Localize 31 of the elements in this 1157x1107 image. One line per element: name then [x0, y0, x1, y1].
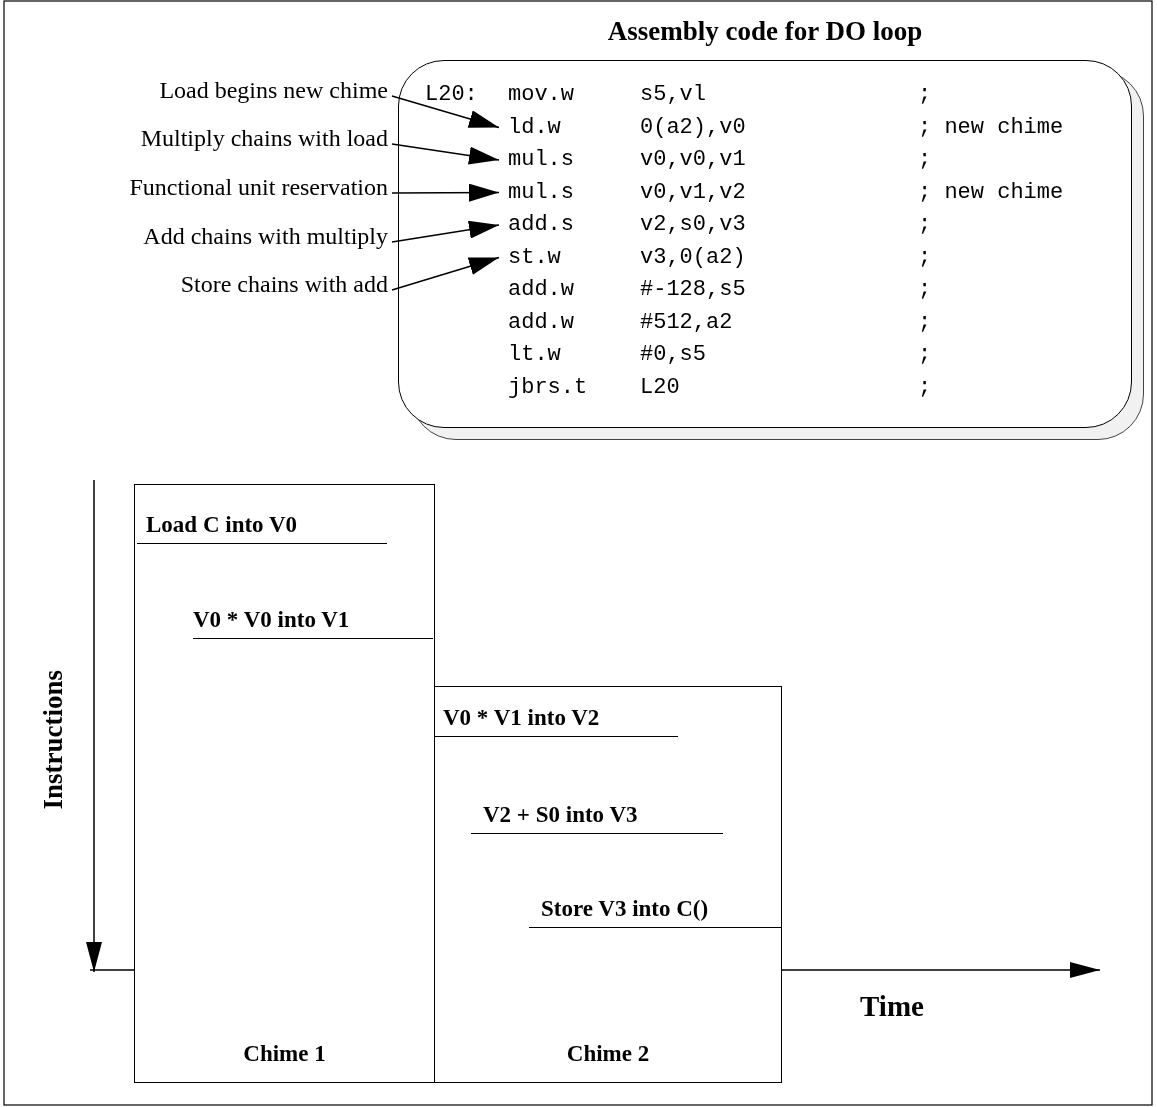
code-line: ld.w 0(a2),v0 ; new chime: [505, 112, 1108, 143]
instruction-label: V0 * V0 into V1: [193, 603, 433, 639]
code-line: st.w v3,0(a2) ;: [505, 242, 1108, 273]
code-line: L20: mov.w s5,vl ;: [425, 80, 1108, 110]
instruction-label: Load C into V0: [137, 508, 387, 544]
code-line: mul.s v0,v1,v2 ; new chime: [505, 177, 1108, 208]
code-line: add.w #512,a2 ;: [505, 307, 1108, 338]
leader-arrow: [391, 143, 500, 167]
axis-title: Time: [860, 989, 924, 1024]
chime-box: [134, 484, 435, 1083]
code-line: add.w #-128,s5 ;: [505, 275, 1108, 305]
chime-box: [434, 686, 782, 1083]
code-line: mul.s v0,v0,v1 ;: [505, 145, 1108, 175]
instruction-label: V0 * V1 into V2: [435, 701, 678, 737]
annotation-text: Add chains with multiply: [20, 221, 388, 251]
leader-arrow: [391, 254, 500, 291]
chime-label: Chime 1: [243, 1040, 326, 1068]
leader-arrow: [391, 183, 500, 202]
chime-label: Chime 2: [566, 1040, 650, 1068]
annotation-text: Functional unit reservation: [20, 172, 388, 202]
instruction-label: V2 + S0 into V3: [471, 798, 723, 834]
annotation-text: Multiply chains with load: [20, 123, 388, 153]
annotation-text: Store chains with add: [20, 269, 388, 299]
instruction-label: Store V3 into C(): [529, 892, 781, 928]
code-heading: Assembly code for DO loop: [606, 15, 924, 48]
axis-title: Instructions: [37, 670, 69, 810]
code-line: add.s v2,s0,v3 ;: [505, 210, 1108, 240]
code-line: jbrs.t L20 ;: [505, 372, 1108, 403]
annotation-text: Load begins new chime: [20, 75, 388, 105]
code-line: lt.w #0,s5 ;: [505, 340, 1108, 370]
leader-arrow: [391, 218, 500, 243]
